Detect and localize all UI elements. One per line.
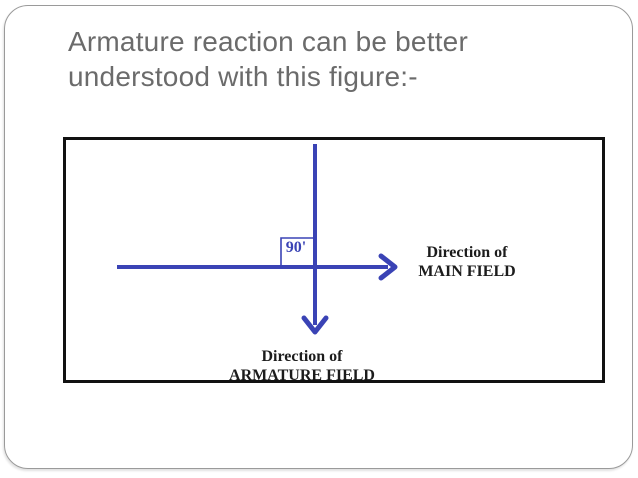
armature-field-label: Direction of ARMATURE FIELD [202, 347, 402, 385]
main-field-label: Direction of MAIN FIELD [377, 243, 557, 281]
main-field-arrowhead [378, 253, 398, 281]
main-field-label-line1: Direction of [426, 244, 508, 261]
page-title: Armature reaction can be better understo… [68, 26, 468, 92]
angle-label: 90' [285, 239, 307, 256]
armature-field-label-line1: Direction of [261, 348, 343, 365]
right-angle-marker [280, 237, 315, 267]
main-field-label-line2: MAIN FIELD [418, 263, 516, 280]
armature-field-arrowhead [301, 315, 329, 335]
field-directions-diagram [117, 144, 398, 335]
figure-box: 90' Direction of MAIN FIELD Direction of… [63, 137, 605, 385]
armature-field-label-line2: ARMATURE FIELD [229, 367, 375, 384]
